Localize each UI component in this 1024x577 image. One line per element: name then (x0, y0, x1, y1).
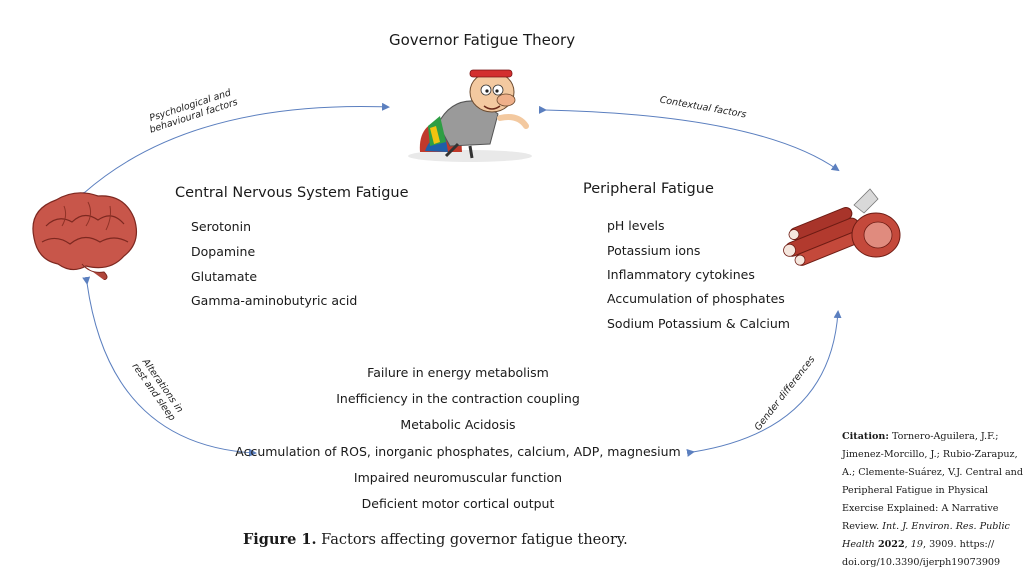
mechanism-item: Accumulation of ROS, inorganic phosphate… (235, 444, 681, 459)
citation-line: Exercise Explained: A Narrative (842, 503, 999, 514)
arrow-top-right (538, 105, 840, 172)
citation-line: Health 2022, 19, 3909. https:// (842, 539, 995, 550)
figure-caption: Figure 1. Factors affecting governor fat… (243, 531, 628, 548)
arrow-top-left (76, 102, 390, 200)
central-item: Glutamate (191, 269, 258, 284)
mechanism-item: Inefficiency in the contraction coupling (336, 391, 580, 406)
mechanism-item: Impaired neuromuscular function (353, 470, 563, 485)
central-item: Gamma-aminobutyric acid (191, 293, 358, 308)
peripheral-item: Sodium Potassium & Calcium (607, 316, 790, 331)
citation-text: Tornero-Aguilera, J.F.; (891, 431, 999, 442)
citation-volume: 19 (910, 539, 923, 550)
citation-journal: Health (842, 539, 875, 550)
citation-block: Citation: Tornero-Aguilera, J.F.; Jimene… (842, 428, 1024, 572)
peripheral-item: Potassium ions (607, 243, 701, 258)
citation-line: Peripheral Fatigue in Physical (842, 485, 988, 496)
citation-line: A.; Clemente-Suárez, V.J. Central and (842, 467, 1023, 478)
arrow-bottom-right (686, 310, 842, 457)
arrow-bottom-left (82, 276, 257, 457)
citation-label: Citation: (842, 431, 889, 442)
peripheral-item: Inflammatory cytokines (607, 267, 755, 282)
mechanism-item: Deficient motor cortical output (361, 496, 555, 511)
mechanism-item: Failure in energy metabolism (367, 365, 549, 380)
citation-line: Citation: Tornero-Aguilera, J.F.; (842, 428, 1024, 446)
citation-line: Review. Int. J. Environ. Res. Public (842, 518, 1024, 536)
citation-line: Jimenez-Morcillo, J.; Rubio-Zarapuz, (842, 449, 1018, 460)
figure-caption-text: Factors affecting governor fatigue theor… (321, 532, 628, 548)
muscle-illustration (783, 188, 901, 266)
central-fatigue-heading: Central Nervous System Fatigue (175, 185, 409, 201)
citation-journal: Int. J. Environ. Res. Public (882, 521, 1010, 532)
citation-doi: doi.org/10.3390/ijerph19073909 (842, 557, 1001, 568)
mechanism-item: Metabolic Acidosis (400, 417, 516, 432)
central-item: Dopamine (191, 244, 256, 259)
citation-year: 2022 (877, 539, 905, 550)
citation-text: Review. (842, 521, 880, 532)
figure-label: Figure 1. (243, 531, 317, 548)
central-item: Serotonin (191, 219, 252, 234)
brain-illustration (32, 192, 137, 280)
peripheral-fatigue-heading: Peripheral Fatigue (583, 181, 714, 197)
peripheral-item: Accumulation of phosphates (607, 291, 785, 306)
diagram-title: Governor Fatigue Theory (389, 31, 576, 49)
tired-runner-illustration (408, 69, 532, 162)
citation-pages: , 3909. https:// (922, 539, 995, 550)
peripheral-item: pH levels (607, 218, 665, 233)
